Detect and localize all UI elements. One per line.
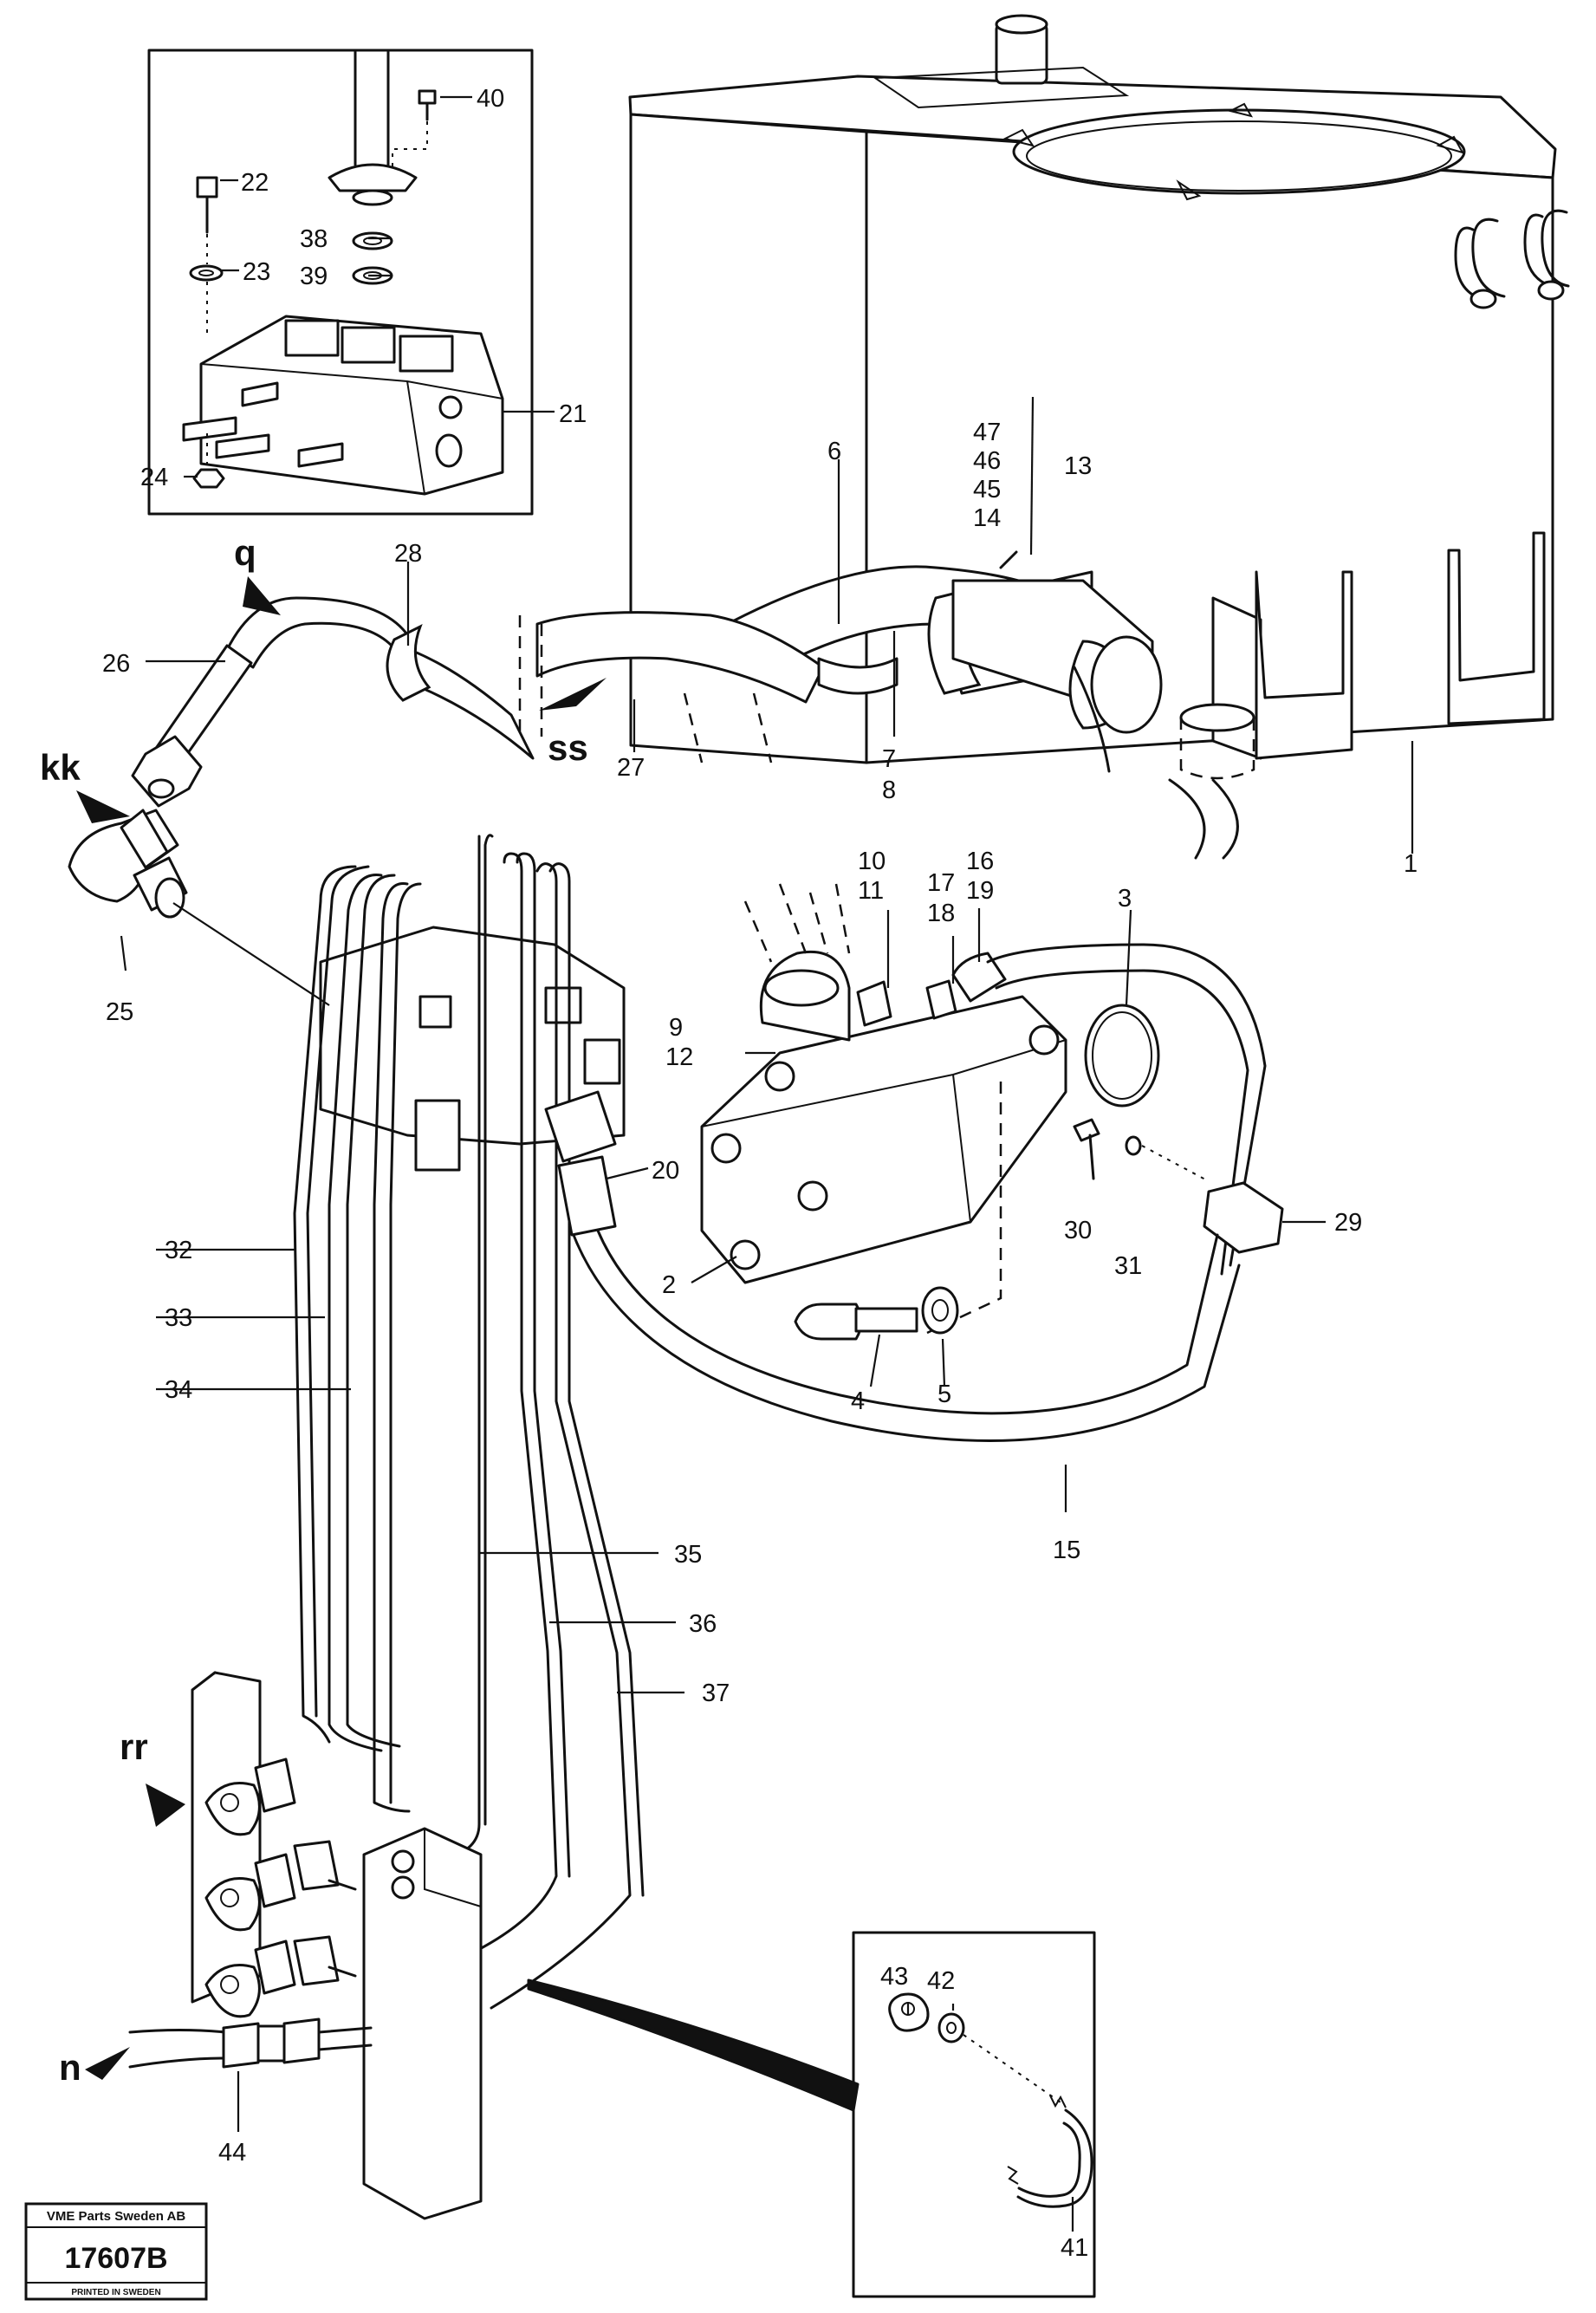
callout-3: 3 — [1118, 885, 1132, 913]
callout-14: 14 — [973, 504, 1001, 532]
callout-24: 24 — [140, 464, 168, 491]
callout-21: 21 — [559, 400, 587, 428]
callout-38: 38 — [300, 225, 328, 253]
callout-13: 13 — [1064, 452, 1092, 480]
callout-1: 1 — [1404, 850, 1418, 878]
callout-27: 27 — [617, 754, 645, 782]
inlet-hose — [128, 2017, 373, 2069]
callout-47: 47 — [973, 419, 1001, 446]
return-hose-15 — [544, 1090, 1241, 1442]
callout-33: 33 — [165, 1304, 192, 1332]
callout-35: 35 — [674, 1541, 702, 1569]
callout-9: 9 — [669, 1014, 683, 1042]
stamp-number: 17607B — [64, 2242, 167, 2275]
callout-20: 20 — [652, 1157, 679, 1185]
callout-12: 12 — [665, 1043, 693, 1071]
callout-19: 19 — [966, 877, 994, 905]
callout-25: 25 — [106, 998, 133, 1026]
callout-32: 32 — [165, 1237, 192, 1264]
callout-18: 18 — [927, 900, 955, 927]
inset-leader-curve — [527, 1978, 860, 2112]
callout-5: 5 — [937, 1381, 951, 1408]
callout-46: 46 — [973, 447, 1001, 475]
u-bolt-inset — [852, 1931, 1096, 2298]
callout-4: 4 — [851, 1387, 865, 1415]
callout-22: 22 — [241, 169, 269, 197]
callout-29: 29 — [1334, 1209, 1362, 1237]
callout-10: 10 — [858, 848, 886, 875]
letter-n: n — [59, 2047, 81, 2088]
control-valve-inset — [147, 49, 534, 516]
suction-hose — [717, 550, 1163, 773]
letter-rr: rr — [120, 1726, 148, 1767]
callout-30: 30 — [1064, 1217, 1092, 1244]
callout-31: 31 — [1114, 1252, 1142, 1280]
callout-39: 39 — [300, 263, 328, 290]
letter-ss: ss — [548, 727, 588, 768]
callout-8: 8 — [882, 776, 896, 804]
callout-43: 43 — [880, 1963, 908, 1991]
callout-2: 2 — [662, 1271, 676, 1299]
letter-kk: kk — [40, 747, 81, 788]
letter-q: q — [234, 532, 256, 573]
drawing-stamp: VME Parts Sweden AB 17607B PRINTED IN SW… — [24, 2202, 208, 2301]
callout-7: 7 — [882, 745, 896, 773]
reference-letters: q kk ss rr n — [40, 532, 588, 2088]
callout-34: 34 — [165, 1376, 192, 1404]
callout-37: 37 — [702, 1680, 730, 1707]
callout-labels: 40 22 38 23 39 21 24 47 46 45 14 6 13 28… — [102, 85, 1418, 2262]
callout-26: 26 — [102, 650, 130, 678]
leader-lines — [120, 95, 1414, 2232]
callout-41: 41 — [1061, 2234, 1088, 2262]
callout-36: 36 — [689, 1610, 717, 1638]
delivery-hose-upper — [131, 596, 899, 808]
reference-arrows — [76, 576, 607, 2080]
callout-45: 45 — [973, 476, 1001, 504]
callout-11: 11 — [858, 877, 884, 905]
stamp-printed: PRINTED IN SWEDEN — [71, 2288, 160, 2297]
callout-23: 23 — [243, 258, 270, 286]
callout-42: 42 — [927, 1967, 955, 1995]
elbow-fitting — [68, 809, 188, 919]
pump-assembly — [700, 883, 1284, 1341]
callout-16: 16 — [966, 848, 994, 875]
callout-15: 15 — [1053, 1537, 1080, 1564]
pipe-bracket — [191, 1671, 340, 2018]
callout-44: 44 — [218, 2139, 246, 2167]
callout-40: 40 — [477, 85, 504, 113]
stamp-company: VME Parts Sweden AB — [47, 2209, 185, 2224]
clamp-plate — [328, 1827, 483, 2220]
callout-17: 17 — [927, 869, 955, 897]
callout-28: 28 — [394, 540, 422, 568]
callout-6: 6 — [827, 438, 841, 465]
